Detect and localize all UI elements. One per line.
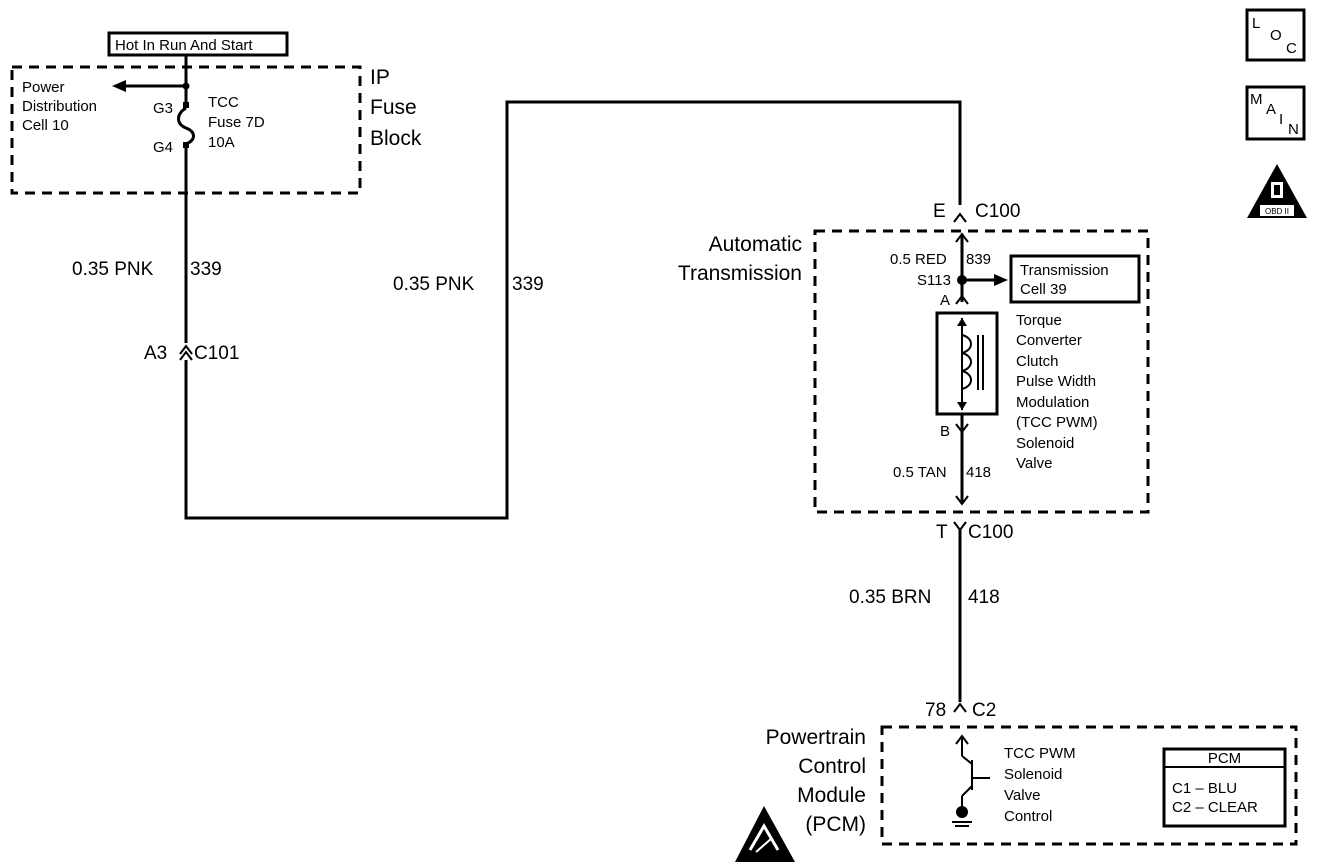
fuse-pin-bottom: G4 (153, 139, 173, 156)
connector-c100-top-icon (953, 212, 967, 223)
solenoid-coil-icon (961, 334, 972, 390)
solenoid-label-line-7: Solenoid (1016, 435, 1074, 452)
ip-fuse-block-title-2: Fuse (370, 96, 417, 119)
svg-text:OBD II: OBD II (1265, 207, 1289, 216)
wire-left-circuit: 339 (190, 259, 222, 280)
fuse-terminal-top-icon (183, 102, 189, 108)
pcm-title-4: (PCM) (805, 813, 866, 836)
wire-tan-circuit: 418 (966, 464, 991, 481)
esd-warning-icon (735, 806, 795, 862)
automatic-transmission-title-2: Transmission (678, 262, 802, 285)
solenoid-pin-b: B (940, 423, 950, 440)
connector-c100-top-name: C100 (975, 201, 1020, 222)
arrow-left-icon (112, 80, 126, 92)
solenoid-box (935, 311, 999, 416)
wire-red-circuit: 839 (966, 251, 991, 268)
pcm-title-1: Powertrain (766, 726, 866, 749)
pcm-title-2: Control (798, 755, 866, 778)
svg-text:M: M (1250, 91, 1263, 108)
wire-brown-circuit: 418 (968, 587, 1000, 608)
loc-icon[interactable]: L O C (1245, 8, 1306, 62)
connector-c2-icon (953, 702, 967, 713)
automatic-transmission-title-1: Automatic (709, 233, 802, 256)
solenoid-label-line-8: Valve (1016, 455, 1052, 472)
connector-c100-top-pin: E (933, 201, 946, 222)
wire-red-label: 0.5 RED (890, 251, 947, 268)
pcm-control-line-1: TCC PWM (1004, 745, 1076, 762)
connector-c101-pin: A3 (144, 343, 167, 364)
svg-text:N: N (1288, 121, 1299, 138)
solenoid-label-line-6: (TCC PWM) (1016, 414, 1098, 431)
fuse-pin-top: G3 (153, 100, 173, 117)
wire-middle-circuit: 339 (512, 274, 544, 295)
wire-middle-label: 0.35 PNK (393, 274, 475, 295)
arrow-right-icon (994, 274, 1008, 286)
pcm-legend-title: PCM (1208, 750, 1241, 767)
ip-fuse-block-title-3: Block (370, 127, 422, 150)
fuse-label-line-2: Fuse 7D (208, 114, 265, 131)
pcm-control-line-4: Control (1004, 808, 1052, 825)
transmission-cell-ref-line-1: Transmission (1020, 262, 1109, 279)
power-distribution-line-1: Power (22, 79, 65, 96)
fuse-label-line-1: TCC (208, 94, 239, 111)
power-distribution-line-3: Cell 10 (22, 117, 69, 134)
hot-in-run-label: Hot In Run And Start (115, 37, 253, 54)
solenoid-label-line-4: Pulse Width (1016, 373, 1096, 390)
wire-tan-label: 0.5 TAN (893, 464, 947, 481)
wire-left-label: 0.35 PNK (72, 259, 154, 280)
connector-c100-bottom-name: C100 (968, 522, 1013, 543)
svg-text:A: A (1266, 101, 1276, 118)
ip-fuse-block-title-1: IP (370, 66, 390, 89)
pcm-control-line-2: Solenoid (1004, 766, 1062, 783)
pcm-legend-row-2: C2 – CLEAR (1172, 799, 1258, 816)
splice-s113-label: S113 (917, 272, 951, 289)
fuse-terminal-bottom-icon (183, 142, 189, 148)
svg-text:I: I (1279, 111, 1283, 128)
obd-ii-icon[interactable]: OBD II (1247, 164, 1307, 218)
svg-text:C: C (1286, 40, 1297, 57)
solenoid-label-line-3: Clutch (1016, 353, 1059, 370)
solenoid-pin-a: A (940, 292, 950, 309)
solenoid-label-line-1: Torque (1016, 312, 1062, 329)
solenoid-label-line-5: Modulation (1016, 394, 1089, 411)
pcm-legend-box (1162, 747, 1287, 828)
pcm-box (880, 725, 1298, 846)
solenoid-label-line-2: Converter (1016, 332, 1082, 349)
connector-c2-pin: 78 (925, 700, 946, 721)
main-icon[interactable]: M A I N (1245, 85, 1306, 141)
connector-c2-name: C2 (972, 700, 996, 721)
fuse-label-line-3: 10A (208, 134, 235, 151)
pcm-title-3: Module (797, 784, 866, 807)
wire-brown-label: 0.35 BRN (849, 587, 931, 608)
svg-text:L: L (1252, 15, 1260, 32)
svg-text:O: O (1270, 27, 1282, 44)
hot-in-run-label-box: Hot In Run And Start (107, 31, 289, 57)
pcm-control-line-3: Valve (1004, 787, 1040, 804)
connector-c101-icon (179, 344, 193, 355)
transmission-cell-ref-line-2: Cell 39 (1020, 281, 1067, 298)
wire-pnk-339-route (184, 100, 962, 520)
connector-c101-name: C101 (194, 343, 239, 364)
connector-c100-bottom-icon (953, 521, 967, 532)
power-distribution-line-2: Distribution (22, 98, 97, 115)
ground-icon (956, 806, 968, 818)
pcm-legend-row-1: C1 – BLU (1172, 780, 1237, 797)
connector-c100-bottom-pin: T (936, 522, 948, 543)
transmission-cell-ref-box (1009, 254, 1141, 304)
fuse-icon (177, 106, 195, 146)
